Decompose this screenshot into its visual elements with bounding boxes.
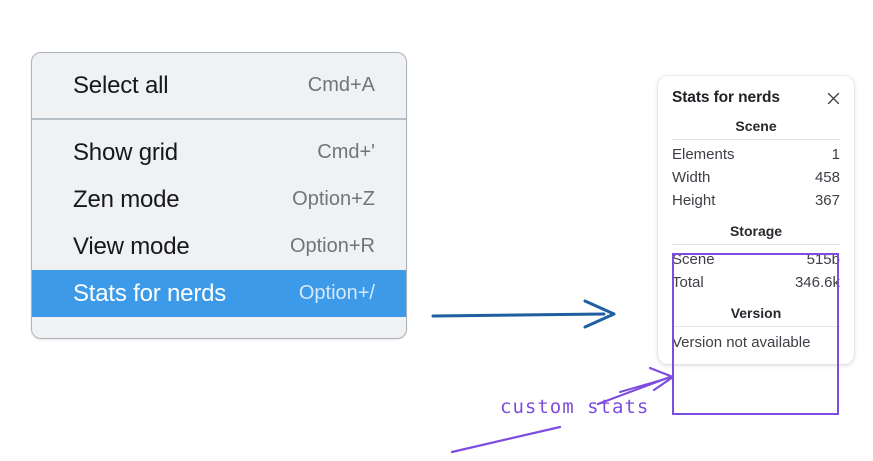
menu-item-shortcut: Option+/ bbox=[298, 282, 375, 304]
menu-item-label: Zen mode bbox=[73, 185, 180, 213]
stat-value: 515b bbox=[806, 251, 840, 268]
menu-item-shortcut: Cmd+A bbox=[307, 74, 375, 96]
stats-panel-header: Stats for nerds bbox=[658, 86, 854, 107]
section-divider bbox=[672, 244, 840, 245]
stat-key: Width bbox=[672, 169, 711, 186]
menu-item-zen-mode[interactable]: Zen mode Option+Z bbox=[32, 176, 406, 223]
menu-item-label: Show grid bbox=[73, 138, 178, 166]
stat-key: Elements bbox=[672, 146, 735, 163]
menu-item-label: Select all bbox=[73, 71, 169, 99]
menu-item-select-all[interactable]: Select all Cmd+A bbox=[32, 62, 406, 109]
stat-row-storage-total: Total 346.6k bbox=[672, 271, 840, 294]
section-heading-scene: Scene bbox=[735, 118, 777, 134]
stat-key: Scene bbox=[672, 251, 715, 268]
canvas-context-menu[interactable]: Select all Cmd+A Show grid Cmd+' Zen mod… bbox=[31, 52, 407, 339]
menu-group-gap bbox=[32, 109, 406, 118]
stats-panel-body: Scene Elements 1 Width 458 Height 367 St… bbox=[658, 107, 854, 352]
menu-top-padding bbox=[32, 53, 406, 62]
stat-value: 346.6k bbox=[794, 274, 840, 291]
menu-item-shortcut: Cmd+' bbox=[317, 141, 375, 163]
menu-item-show-grid[interactable]: Show grid Cmd+' bbox=[32, 129, 406, 176]
stat-value: 367 bbox=[814, 192, 840, 209]
section-divider bbox=[672, 326, 840, 327]
close-icon[interactable] bbox=[824, 89, 842, 107]
stats-for-nerds-panel: Stats for nerds Scene Elements 1 Width 4… bbox=[658, 76, 854, 364]
menu-item-view-mode[interactable]: View mode Option+R bbox=[32, 223, 406, 270]
section-heading-storage: Storage bbox=[729, 223, 783, 239]
menu-separator bbox=[32, 118, 406, 120]
menu-item-shortcut: Option+R bbox=[289, 235, 375, 257]
stat-row-width: Width 458 bbox=[672, 166, 840, 189]
section-divider bbox=[672, 139, 840, 140]
menu-item-label: View mode bbox=[73, 232, 190, 260]
stats-panel-title: Stats for nerds bbox=[672, 89, 780, 106]
section-heading-version: Version bbox=[730, 305, 782, 321]
menu-item-stats-for-nerds[interactable]: Stats for nerds Option+/ bbox=[32, 270, 406, 317]
version-text: Version not available bbox=[672, 334, 811, 351]
menu-group-gap-2 bbox=[32, 120, 406, 129]
stat-value: 458 bbox=[814, 169, 840, 186]
purple-underline-stroke bbox=[450, 425, 562, 454]
stat-row-height: Height 367 bbox=[672, 189, 840, 212]
stat-key: Total bbox=[672, 274, 704, 291]
stat-row-storage-scene: Scene 515b bbox=[672, 248, 840, 271]
stat-row-elements: Elements 1 bbox=[672, 143, 840, 166]
stat-value: 1 bbox=[831, 146, 840, 163]
menu-item-shortcut: Option+Z bbox=[292, 188, 375, 210]
stat-key: Height bbox=[672, 192, 716, 209]
menu-item-label: Stats for nerds bbox=[73, 279, 227, 307]
menu-bottom-padding bbox=[32, 317, 406, 338]
custom-stats-annotation-label: custom stats bbox=[500, 396, 650, 418]
blue-arrow bbox=[431, 299, 616, 329]
